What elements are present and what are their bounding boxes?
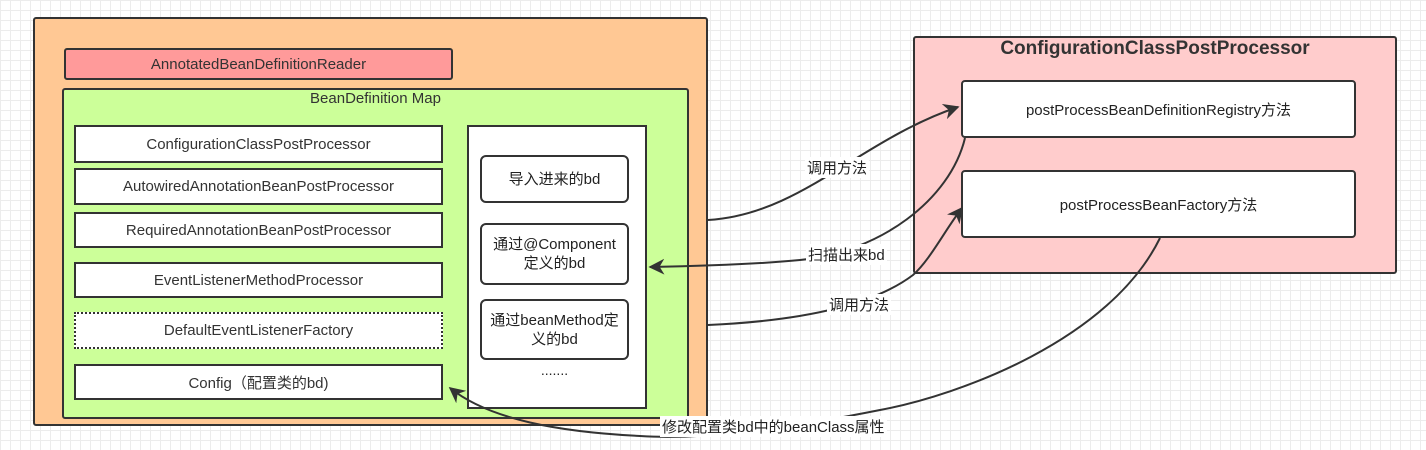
config-bd: Config（配置类的bd) [74,364,443,400]
edge-label-modify-bean-class: 修改配置类bd中的beanClass属性 [660,416,887,437]
edge-modify-bean-class [448,237,1161,438]
component-bd: 通过@Component定义的bd [480,223,629,285]
more-bd-ellipsis: ....... [540,362,569,378]
default-event-listener-factory-bd: DefaultEventListenerFactory [74,312,443,349]
edge-label-call-method-2: 调用方法 [827,294,892,315]
configuration-class-post-processor-title: ConfigurationClassPostProcessor [1000,38,1310,59]
edge-call-bean-factory-method [707,206,963,326]
required-annotation-bean-post-processor-bd: RequiredAnnotationBeanPostProcessor [74,212,443,248]
bean-definition-map-title: BeanDefinition Map [310,90,441,107]
bean-method-bd: 通过beanMethod定义的bd [480,299,629,360]
event-listener-method-processor-bd: EventListenerMethodProcessor [74,262,443,298]
imported-bd: 导入进来的bd [480,155,629,203]
edge-label-scan-bd: 扫描出来bd [806,244,887,265]
post-process-bean-factory-method: postProcessBeanFactory方法 [961,170,1356,238]
autowired-annotation-bean-post-processor-bd: AutowiredAnnotationBeanPostProcessor [74,168,443,205]
edge-label-call-method-1: 调用方法 [805,157,870,178]
annotated-bean-definition-reader: AnnotatedBeanDefinitionReader [64,48,453,80]
configuration-class-post-processor-bd: ConfigurationClassPostProcessor [74,125,443,163]
post-process-bean-definition-registry-method: postProcessBeanDefinitionRegistry方法 [961,80,1356,138]
